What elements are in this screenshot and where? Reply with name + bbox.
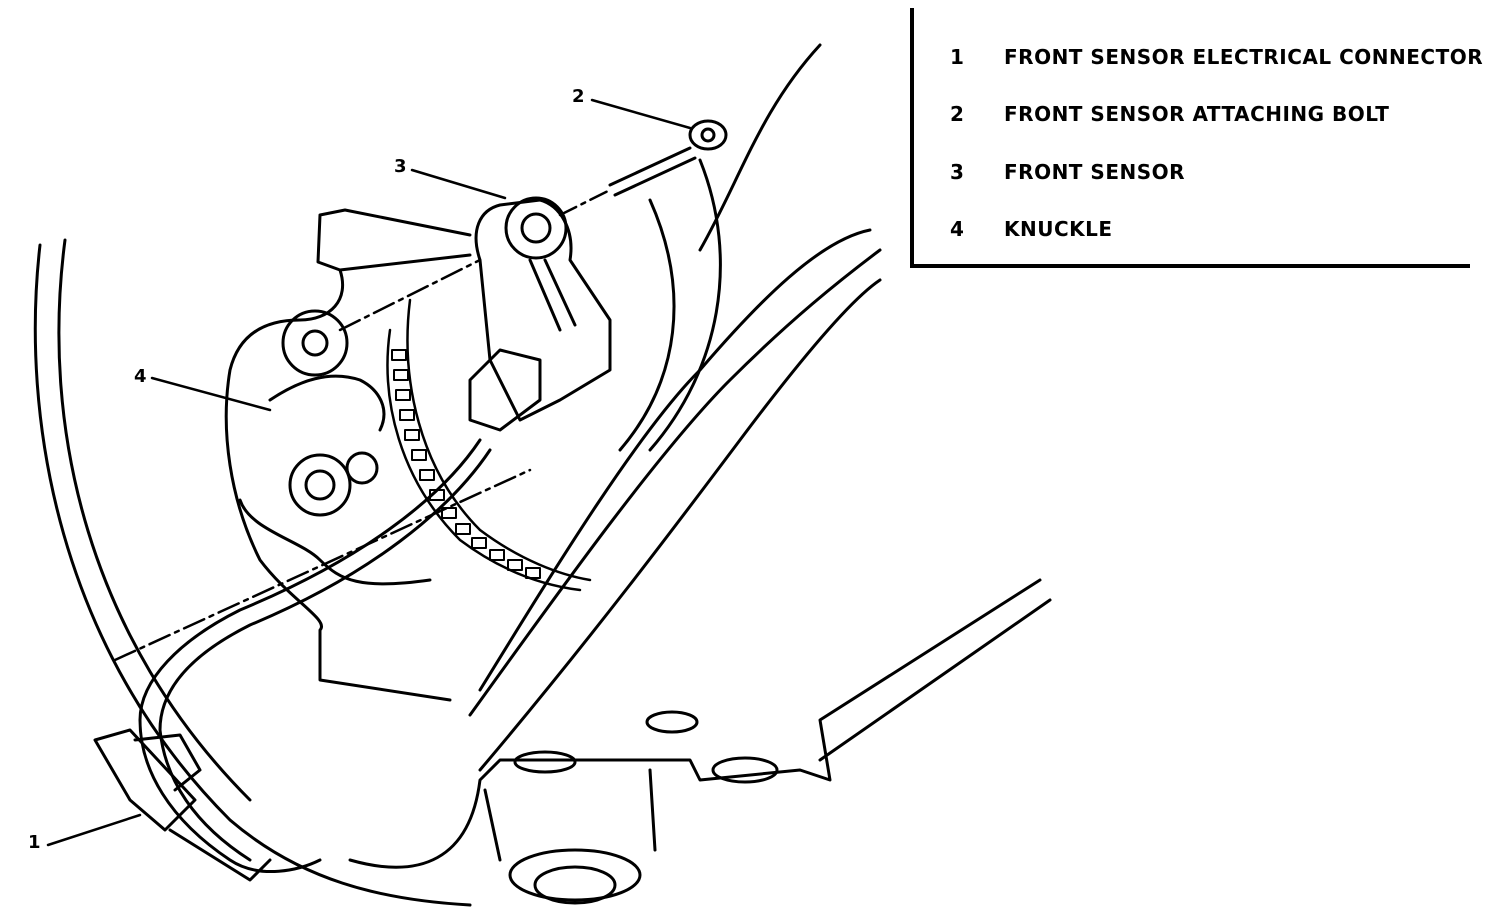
legend-number: 1 bbox=[950, 45, 965, 69]
callout-4: 4 bbox=[134, 366, 147, 387]
legend-label: FRONT SENSOR ELECTRICAL CONNECTOR bbox=[1004, 45, 1484, 69]
boss-bottom bbox=[508, 848, 642, 902]
base-hole-3 bbox=[513, 750, 577, 774]
knuckle-bolt-hole-2 bbox=[288, 453, 352, 517]
leader-2 bbox=[590, 98, 692, 130]
legend-label: FRONT SENSOR ATTACHING BOLT bbox=[1004, 102, 1390, 126]
bolt-head bbox=[688, 119, 728, 151]
alignment-line bbox=[113, 468, 532, 662]
legend-number: 2 bbox=[950, 102, 965, 126]
strut-outer bbox=[478, 228, 872, 692]
upper-right-arc bbox=[698, 43, 822, 252]
sensor-rib bbox=[528, 258, 577, 332]
outer-arc-left-inner bbox=[57, 238, 252, 802]
tone-ring-teeth bbox=[386, 298, 592, 592]
knuckle-bolt-1 bbox=[301, 329, 329, 357]
strut-inner-2 bbox=[478, 278, 882, 772]
rotor-arc-1 bbox=[648, 158, 722, 452]
knuckle-bolt-hole-1 bbox=[281, 309, 349, 377]
bolt-head-center bbox=[700, 127, 716, 143]
knuckle-outline bbox=[224, 208, 472, 702]
bolt-shank bbox=[608, 146, 697, 197]
alignment-line-2 bbox=[338, 258, 482, 332]
alignment-line-3 bbox=[558, 188, 612, 217]
legend-item: 3 FRONT SENSOR bbox=[914, 157, 1185, 187]
leader-3 bbox=[410, 168, 507, 200]
leader-4 bbox=[150, 376, 272, 412]
callout-3: 3 bbox=[394, 156, 407, 177]
tone-ring-slots bbox=[391, 349, 541, 579]
knuckle-ridge bbox=[338, 253, 472, 272]
legend-label: KNUCKLE bbox=[1004, 217, 1113, 241]
sensor-harness bbox=[138, 438, 482, 874]
boss-body bbox=[483, 768, 657, 862]
legend-number: 4 bbox=[950, 217, 965, 241]
knuckle-lower bbox=[238, 498, 432, 586]
outer-arc-left bbox=[33, 243, 472, 907]
strut-inner bbox=[468, 248, 882, 717]
base-plate bbox=[348, 578, 1042, 869]
legend-item: 2 FRONT SENSOR ATTACHING BOLT bbox=[914, 99, 1389, 129]
connector-body bbox=[93, 728, 197, 832]
leader-1 bbox=[46, 813, 142, 847]
legend-box: 1 FRONT SENSOR ELECTRICAL CONNECTOR 2 FR… bbox=[910, 8, 1483, 268]
knuckle-small-hole bbox=[345, 451, 379, 485]
base-edge bbox=[818, 598, 1052, 762]
boss-inner bbox=[533, 865, 617, 905]
sensor-tip bbox=[468, 348, 542, 432]
sensor-body bbox=[474, 198, 612, 422]
rotor-arc-2 bbox=[618, 198, 676, 452]
connector-clip bbox=[133, 733, 202, 792]
legend-item: 4 KNUCKLE bbox=[914, 214, 1113, 244]
knuckle-face bbox=[268, 374, 386, 432]
sensor-mount-inner bbox=[520, 212, 552, 244]
base-hole-2 bbox=[711, 756, 779, 784]
connector-tail bbox=[168, 828, 272, 882]
knuckle-bolt-2 bbox=[304, 469, 336, 501]
legend-number: 3 bbox=[950, 160, 965, 184]
sensor-mount-outer bbox=[504, 196, 568, 260]
legend-item: 1 FRONT SENSOR ELECTRICAL CONNECTOR bbox=[914, 42, 1483, 72]
callout-1: 1 bbox=[28, 832, 41, 853]
base-hole-1 bbox=[645, 710, 699, 734]
callout-2: 2 bbox=[572, 86, 585, 107]
sensor-harness-2 bbox=[158, 448, 492, 862]
legend-label: FRONT SENSOR bbox=[1004, 160, 1186, 184]
